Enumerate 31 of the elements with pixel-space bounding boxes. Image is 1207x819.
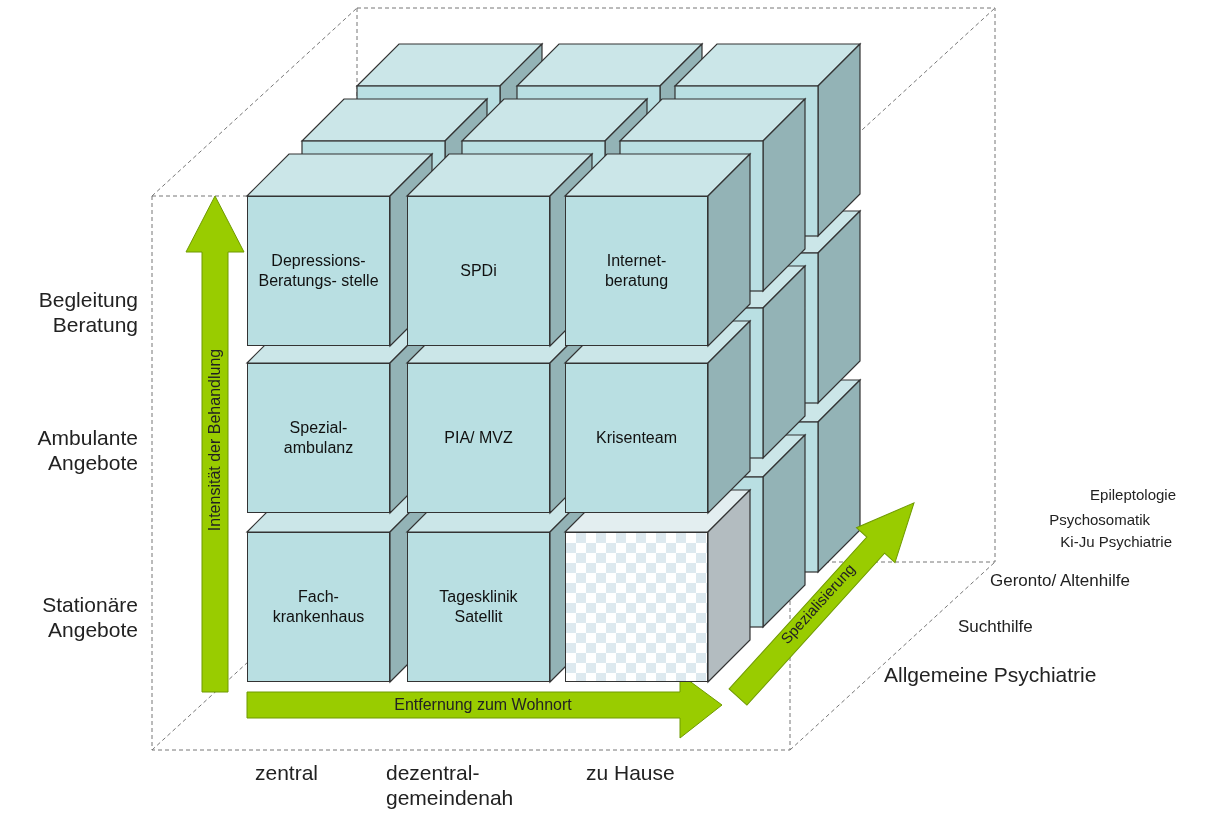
cube-label: SPDi — [460, 261, 497, 281]
cube-face — [407, 532, 550, 682]
cube-label: Krisenteam — [596, 428, 677, 448]
category-label: Allgemeine Psychiatrie — [884, 662, 1098, 688]
cube-label: Depressions- Beratungs- stelle — [258, 251, 379, 291]
hatched-cube-face — [565, 532, 708, 682]
axis-label: Entfernung zum Wohnort — [394, 695, 572, 715]
cube-label: Fach- krankenhaus — [271, 587, 366, 627]
cube-face — [247, 196, 390, 346]
cube-face — [247, 532, 390, 682]
category-label: Geronto/ Altenhilfe — [990, 571, 1131, 592]
column-label: zu Hause — [586, 760, 676, 786]
cube-label: Tagesklinik Satellit — [438, 587, 519, 627]
axis-label: Intensität der Behandlung — [205, 348, 225, 532]
row-label: Ambulante Angebote — [36, 425, 138, 476]
category-label: Ki-Ju Psychiatrie — [1059, 533, 1172, 551]
row-label: Begleitung Beratung — [37, 287, 138, 338]
cube-face — [407, 363, 550, 513]
category-label: Psychosomatik — [1048, 511, 1150, 529]
cube-face — [565, 363, 708, 513]
cube-label: Spezial- ambulanz — [282, 418, 355, 458]
row-label: Stationäre Angebote — [41, 592, 138, 643]
column-label: zentral — [255, 760, 320, 786]
category-label: Epileptologie — [1089, 486, 1176, 504]
cube-face — [565, 196, 708, 346]
cube-label: Internet- beratung — [603, 251, 670, 291]
cube-label: PIA/ MVZ — [444, 428, 513, 448]
column-label: dezentral- gemeindenah — [386, 760, 515, 811]
category-label: Suchthilfe — [958, 617, 1034, 638]
cube-face — [407, 196, 550, 346]
cube-face — [247, 363, 390, 513]
